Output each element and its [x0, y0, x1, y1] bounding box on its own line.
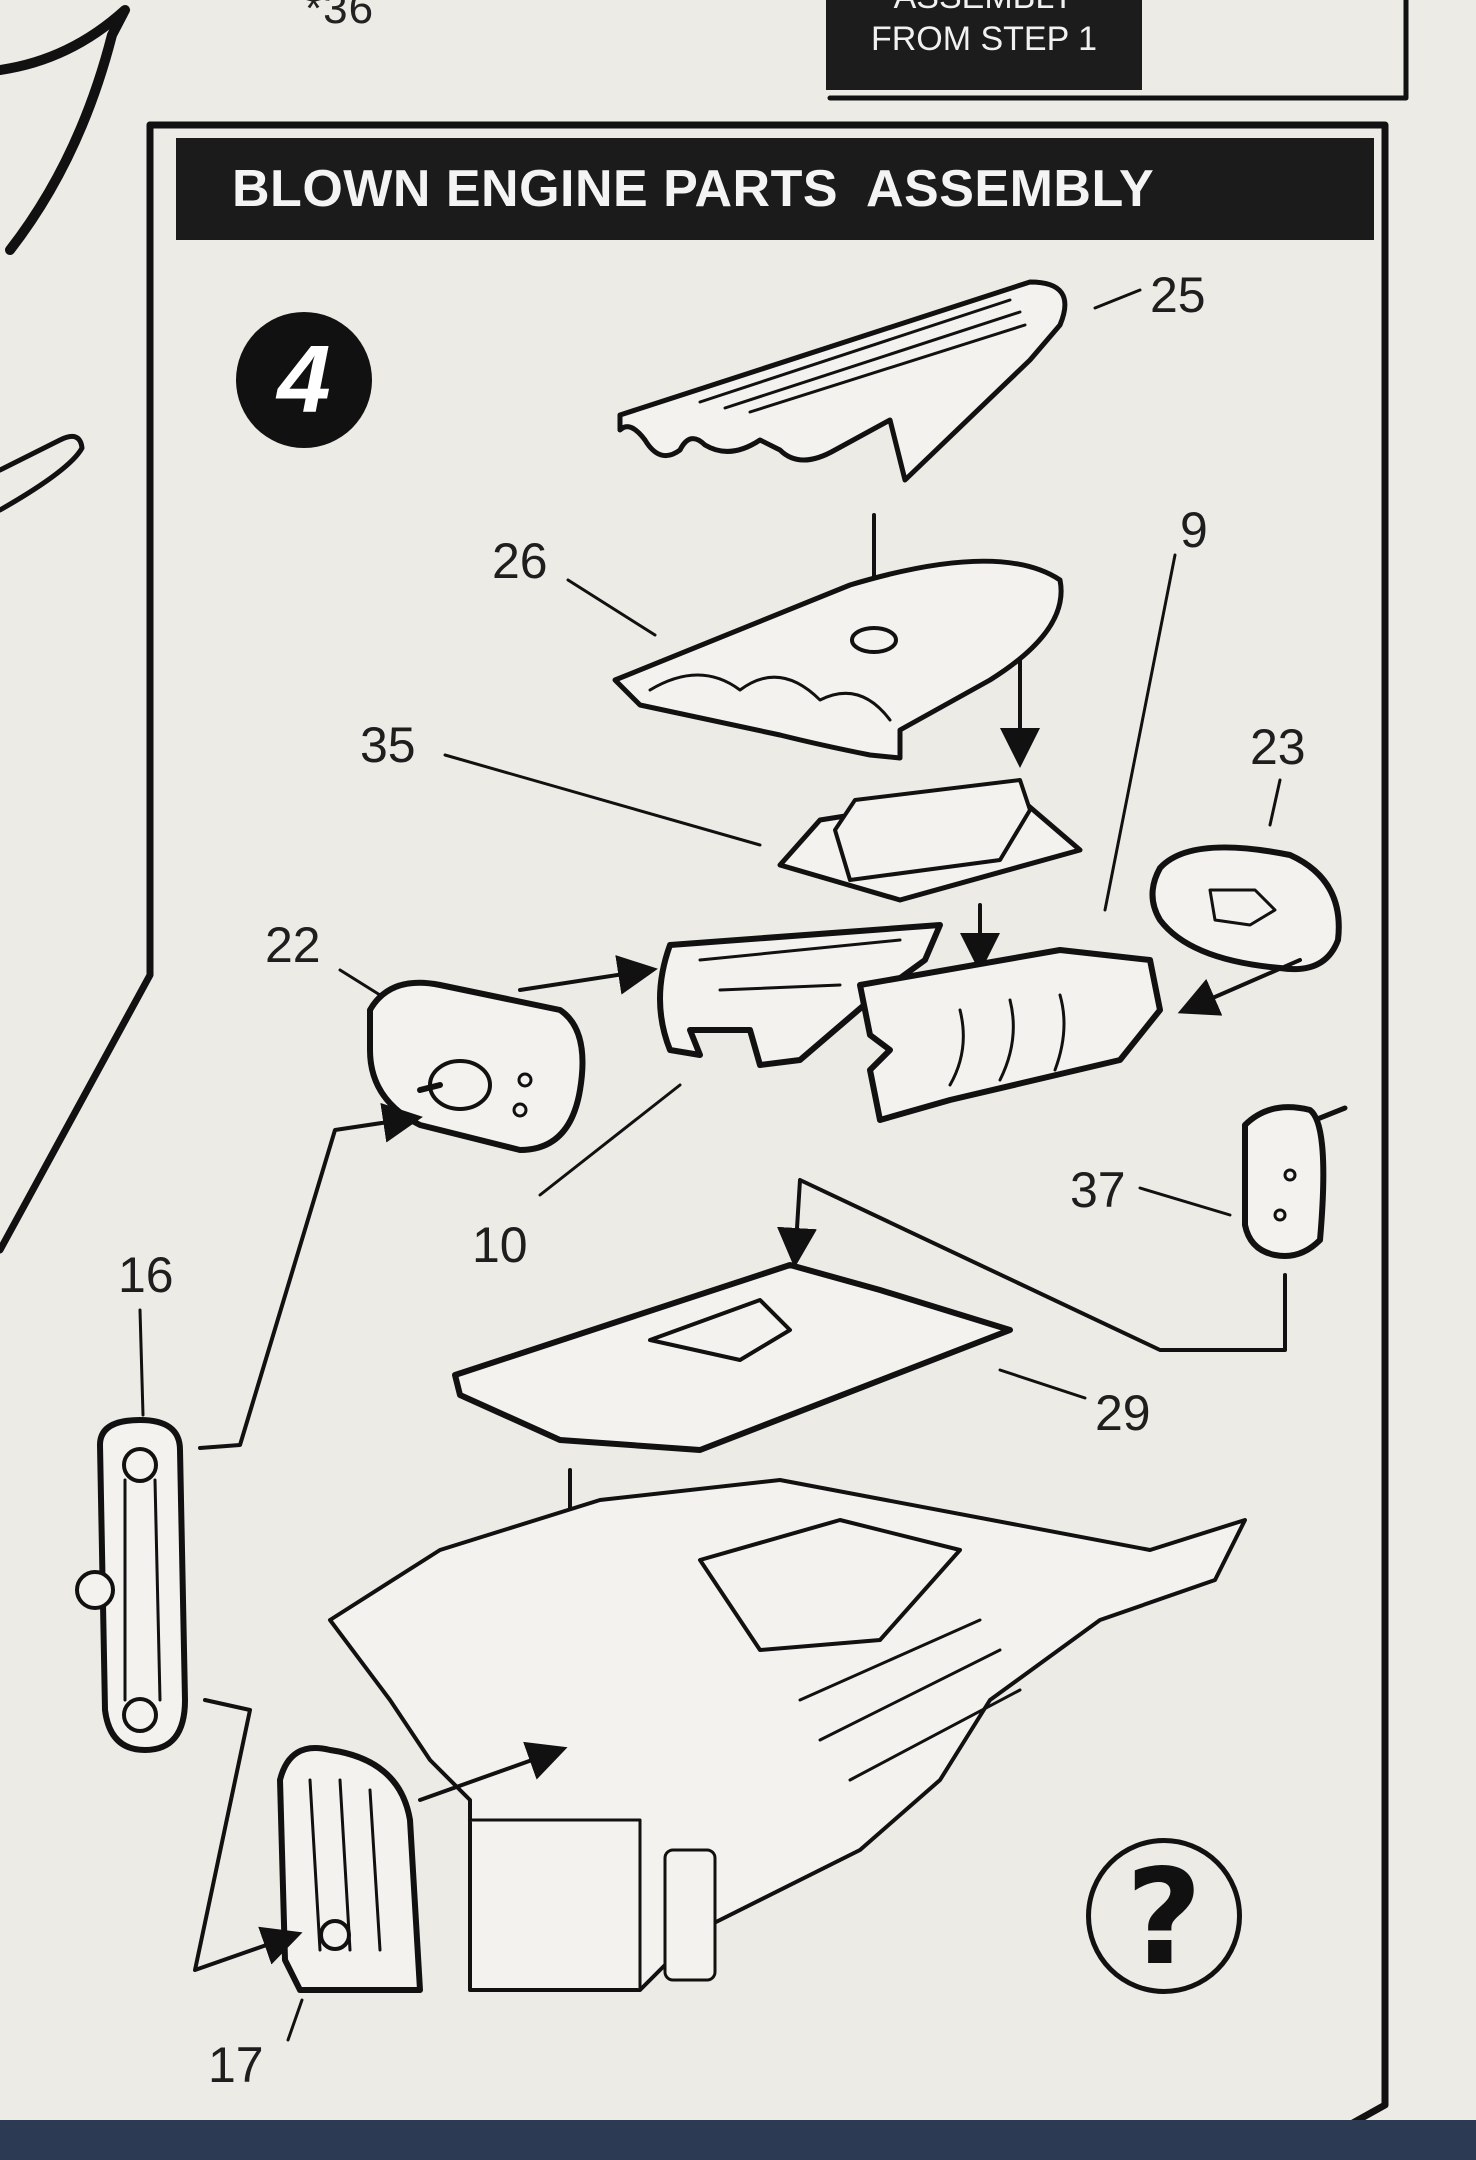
page-frame-line [827, 0, 1409, 101]
arrow-16-22 [198, 1102, 423, 1450]
callout-35: 35 [360, 717, 416, 773]
part-17-cover [277, 1745, 423, 1993]
callout-26: 26 [492, 533, 548, 589]
arrow-22-10 [518, 955, 658, 995]
part-25-scoop [617, 279, 1068, 483]
callout-37: 37 [1070, 1162, 1126, 1218]
step-number-badge: 4 [236, 312, 372, 448]
prev-box-line1: ASSEMBLY [826, 0, 1142, 18]
leader-23 [1268, 778, 1282, 827]
leader-lines [138, 288, 1282, 2042]
prev-part-number: *36 [305, 0, 375, 33]
arrow-16-17 [193, 1698, 303, 1972]
callout-23: 23 [1250, 719, 1306, 775]
leader-37-29 [777, 1178, 1287, 1352]
leader-9 [1103, 553, 1177, 912]
leader-22 [338, 968, 382, 997]
part-9-case [857, 947, 1163, 1123]
leader-16 [138, 1308, 145, 1417]
part-22-gearcase [367, 979, 586, 1153]
part-23-cover [1149, 844, 1342, 973]
prev-box-line2: FROM STEP 1 [870, 20, 1098, 58]
callout-16: 16 [118, 1247, 174, 1303]
prev-assembly-box: ASSEMBLY FROM STEP 1 [826, 0, 1142, 90]
prev-step-part [0, 5, 130, 255]
arrow-23-9 [1177, 958, 1302, 1016]
bottom-edge-strip [0, 2120, 1476, 2160]
step-title-banner: BLOWN ENGINE PARTS ASSEMBLY [176, 138, 1374, 240]
callout-9: 9 [1180, 502, 1208, 558]
callout-10: 10 [472, 1217, 528, 1273]
leader-17 [286, 1998, 304, 2042]
part-35-plate [777, 778, 1083, 903]
leader-10 [538, 1083, 682, 1197]
leader-26 [566, 578, 657, 637]
leader-35 [443, 753, 762, 847]
part-29-intake [452, 1262, 1013, 1453]
prev-step-bolt [0, 433, 85, 513]
help-question-icon: ? [1086, 1838, 1242, 1994]
arrow-17-engine [418, 1741, 568, 1802]
leader-29 [998, 1368, 1087, 1400]
callout-22: 22 [265, 917, 321, 973]
part-16-belt [75, 1417, 188, 1753]
callout-17: 17 [208, 2037, 264, 2093]
engine-block [328, 1478, 1247, 1992]
callout-25: 25 [1150, 267, 1206, 323]
leader-37 [1138, 1186, 1232, 1217]
step-frame-left [0, 121, 154, 1254]
callout-29: 29 [1095, 1385, 1151, 1441]
leader-25 [1093, 288, 1142, 310]
part-26-base [612, 558, 1064, 761]
part-37-pump [1242, 1104, 1348, 1259]
part-10-case [657, 922, 943, 1068]
